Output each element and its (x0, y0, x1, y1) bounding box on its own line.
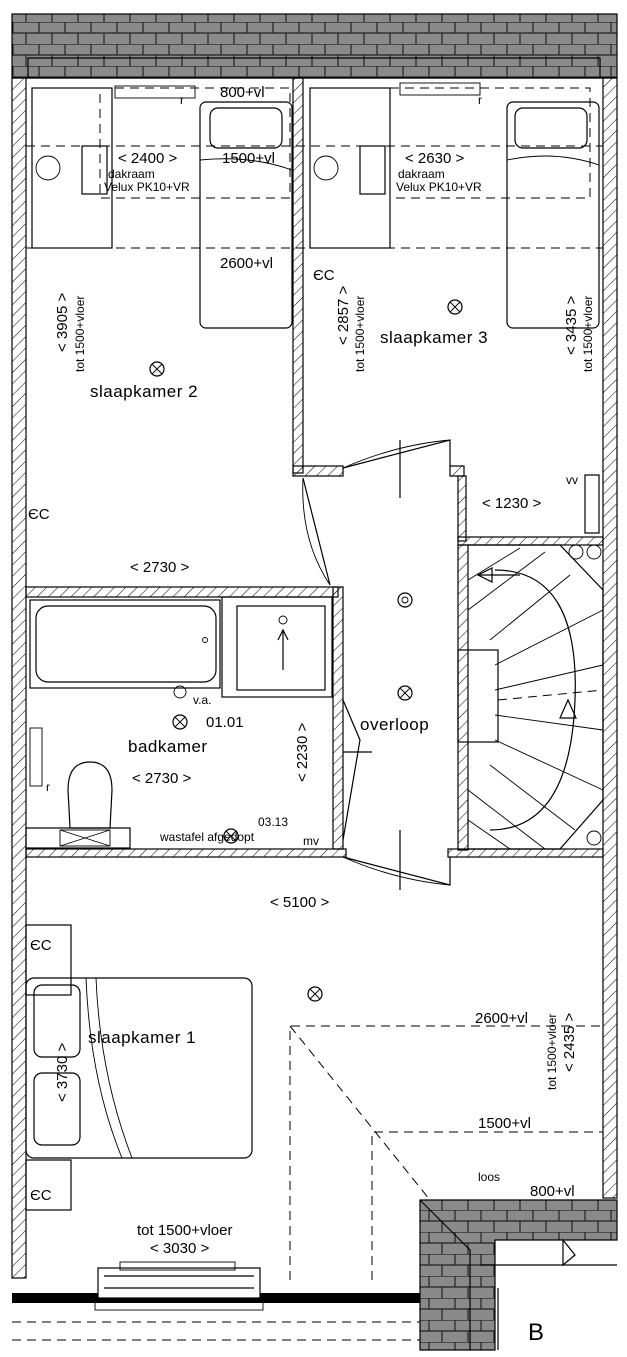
room-name-badkamer: badkamer (128, 737, 208, 756)
room-name-slaapkamer2: slaapkamer 2 (90, 382, 198, 401)
code-0313: 03.13 (258, 815, 288, 829)
bathroom-width: < 2730 > (132, 770, 191, 787)
skylight-1-label: dakraam (108, 167, 155, 181)
mv-label: mv (303, 834, 319, 848)
skylight-1-product: Velux PK10+VR (104, 180, 190, 194)
label-r: r (46, 780, 50, 794)
height-2600-right: 2600+vl (475, 1010, 528, 1027)
slaapkamer1-width: < 5100 > (270, 894, 329, 911)
height-2600-left: 2600+vl (220, 255, 273, 272)
outlet-icons: ЄC ЄC ЄC ЄC (28, 267, 335, 1204)
skylight-2-width: < 2630 > (405, 150, 464, 167)
bottom-height-note: tot 1500+vloer (137, 1222, 233, 1239)
doors (302, 439, 451, 890)
slaapkamer3-height-note-2: tot 1500+vloer (581, 296, 595, 372)
skylight-2-product: Velux PK10+VR (396, 180, 482, 194)
slaapkamer3-depth: < 2857 > (335, 286, 352, 345)
height-1500-right: 1500+vl (478, 1115, 531, 1132)
slaapkamer2-depth: < 3905 > (54, 293, 71, 352)
bottom-width: < 3030 > (150, 1240, 209, 1257)
outlet-icon: ЄC (30, 937, 52, 954)
bathroom-number: 01.01 (206, 714, 244, 731)
slaapkamer1-height-note: tot 1500+vloer (545, 1014, 559, 1090)
slaapkamer3-height-note: tot 1500+vloer (353, 296, 367, 372)
height-800-right: 800+vl (530, 1183, 575, 1200)
skylight-1-width: < 2400 > (118, 150, 177, 167)
closet-vv: vv (566, 473, 578, 487)
height-800-left: 800+vl (220, 84, 265, 101)
loos-label: loos (478, 1170, 500, 1184)
slaapkamer1-depth: < 3730 > (54, 1043, 71, 1102)
top-rooms-furniture: r r (26, 82, 603, 329)
slaapkamer3-depth2: < 3435 > (563, 296, 580, 355)
roof-tiles-top (11, 13, 618, 79)
slaapkamer2-height-note: tot 1500+vloer (73, 296, 87, 372)
wastafel-note: wastafel afgedopt (159, 830, 255, 844)
exterior-walls (11, 77, 618, 1279)
outlet-icon: ЄC (30, 1187, 52, 1204)
closet (584, 474, 600, 534)
skylight-2-label: dakraam (398, 167, 445, 181)
label-r: r (478, 93, 482, 107)
room-name-slaapkamer3: slaapkamer 3 (380, 328, 488, 347)
label-r: r (180, 93, 184, 107)
staircase (457, 544, 604, 850)
bathroom-fixtures: r (25, 596, 333, 849)
bedroom1-furniture (25, 924, 603, 1280)
height-1500-left: 1500+vl (222, 150, 275, 167)
outlet-icon: ЄC (28, 506, 50, 523)
bathroom-depth: < 2230 > (294, 723, 311, 782)
bottom-facade (12, 1261, 420, 1341)
roof-tiles-bottom (419, 1199, 618, 1351)
slaapkamer2-width: < 2730 > (130, 559, 189, 576)
closet-width: < 1230 > (482, 495, 541, 512)
interior-walls (25, 77, 604, 858)
section-marker: B (528, 1319, 545, 1346)
slaapkamer1-depth2: < 2435 > (561, 1013, 578, 1072)
bathroom-va: v.a. (193, 693, 211, 707)
room-name-overloop: overloop (360, 715, 429, 734)
outlet-icon: ЄC (313, 267, 335, 284)
room-name-slaapkamer1: slaapkamer 1 (88, 1028, 196, 1047)
light-points (149, 299, 463, 1002)
